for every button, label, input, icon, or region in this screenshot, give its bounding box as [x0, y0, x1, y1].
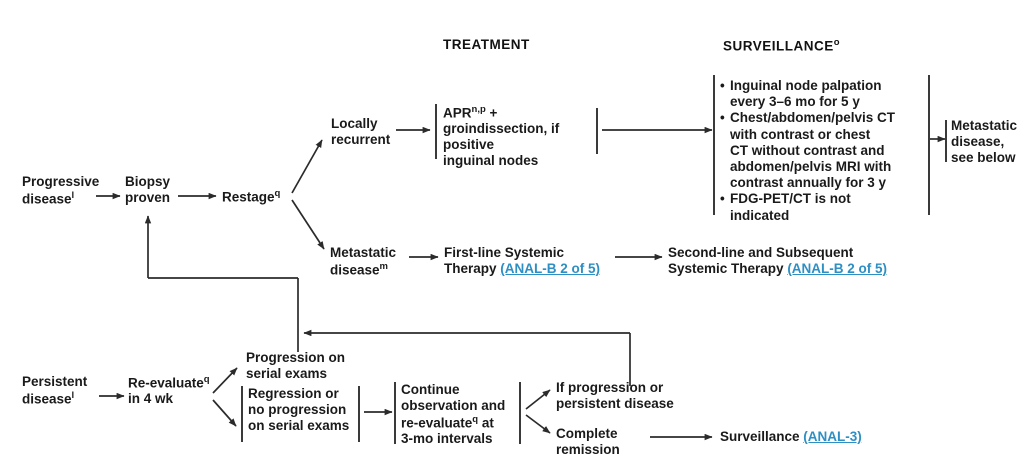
link-anal-b-2of5-first[interactable]: (ANAL-B 2 of 5) [500, 260, 601, 276]
surveillance-bullet-list: Inguinal node palpation every 3–6 mo for… [720, 78, 920, 224]
list-item: Inguinal node palpation every 3–6 mo for… [720, 78, 920, 110]
node-biopsy-proven: Biopsy proven [125, 174, 171, 205]
node-reevaluate: Re-evaluateq in 4 wk [128, 374, 210, 407]
edge-continue-to-if-progression [525, 389, 551, 410]
edge-continue-to-complete-remission [525, 414, 551, 434]
header-treatment: TREATMENT [443, 37, 530, 52]
regression-box-right-bar [358, 386, 360, 442]
node-persistent-disease: Persistent diseasel [22, 374, 88, 407]
node-second-line-therapy: Second-line and Subsequent Systemic Ther… [668, 245, 888, 276]
list-item: FDG-PET/CT is not indicated [720, 191, 920, 223]
node-metastatic-see-below: Metastatic disease, see below [951, 118, 1018, 165]
node-complete-remission: Complete remission [556, 426, 620, 457]
node-regression-no-progression: Regression or no progression on serial e… [248, 386, 350, 433]
node-metastatic-disease: Metastatic diseasem [330, 245, 397, 278]
link-anal-3[interactable]: (ANAL-3) [803, 429, 862, 444]
node-restage: Restageq [222, 188, 281, 205]
header-surveillance: SURVEILLANCEo [723, 37, 841, 54]
node-progression-serial-exams: Progression on serial exams [246, 350, 346, 381]
edge-reevaluate-to-progression [212, 367, 238, 394]
node-progressive-disease: Progressive diseasel [22, 174, 100, 207]
edge-reevaluate-to-regression [212, 399, 237, 427]
surveillance-box-right-bar [928, 75, 930, 215]
list-item: Chest/abdomen/pelvis CT with contrast or… [720, 110, 920, 191]
node-if-progression-persistent: If progression or persistent disease [556, 380, 674, 411]
edge-restage-to-metastatic [291, 199, 325, 250]
metastatic-below-left-bar [945, 120, 947, 162]
apr-box-right-bar [596, 108, 598, 154]
link-anal-b-2of5-second[interactable]: (ANAL-B 2 of 5) [787, 260, 888, 276]
node-continue-observation: Continue observation and re-evaluateq at… [401, 382, 506, 447]
continue-box-left-bar [394, 382, 396, 444]
edge-restage-to-locally-recurrent [291, 139, 323, 194]
node-surveillance-final: Surveillance (ANAL-3) [720, 429, 862, 444]
surveillance-box-left-bar [713, 75, 715, 215]
node-locally-recurrent: Locally recurrent [331, 116, 391, 147]
continue-box-right-bar [519, 382, 521, 444]
node-first-line-therapy: First-line Systemic Therapy (ANAL-B 2 of… [444, 245, 601, 276]
node-apr-treatment: APRn,p + groindissection, if positive in… [443, 104, 560, 169]
apr-box-left-bar [435, 104, 437, 159]
regression-box-left-bar [241, 386, 243, 442]
